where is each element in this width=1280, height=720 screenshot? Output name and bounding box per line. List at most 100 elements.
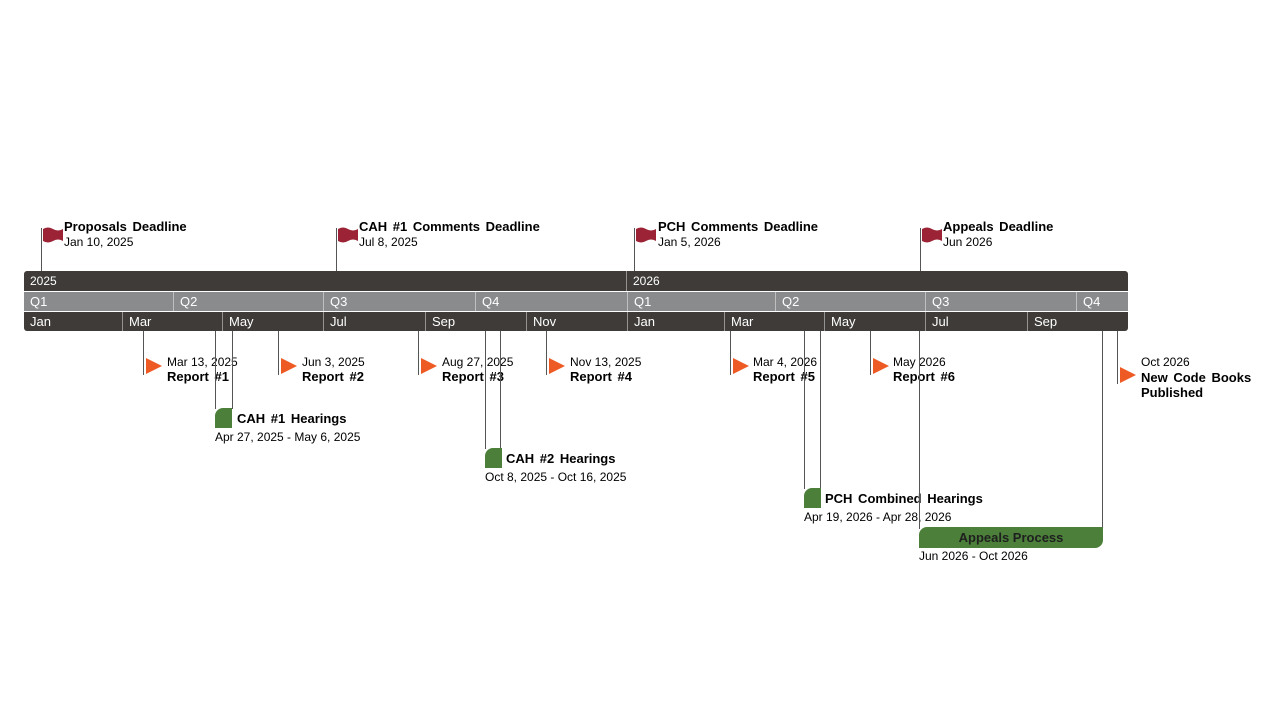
report-connector [1117, 331, 1118, 384]
milestone-title: Appeals Deadline [943, 219, 1054, 234]
appeals-title: Appeals Process [958, 530, 1064, 545]
hearing-connector-start [215, 331, 216, 409]
month-label: May [831, 314, 856, 329]
milestone-connector [336, 228, 337, 271]
milestone-date: Jul 8, 2025 [359, 235, 418, 249]
month-label: Sep [1034, 314, 1058, 329]
quarter-segment: Q3 [925, 292, 1076, 311]
report-date: Oct 2026 [1141, 355, 1190, 369]
report-date: Mar 4, 2026 [753, 355, 818, 369]
report-date: Mar 13, 2025 [167, 355, 238, 369]
hearing-connector-end [232, 331, 233, 409]
month-segment: May [824, 312, 925, 331]
quarter-segment: Q4 [1076, 292, 1128, 311]
hearing-title: CAH #1 Hearings [237, 411, 347, 426]
quarter-label: Q2 [180, 294, 198, 309]
month-label: May [229, 314, 254, 329]
quarter-segment: Q2 [173, 292, 323, 311]
report-date: Nov 13, 2025 [570, 355, 642, 369]
month-segment: Mar [122, 312, 222, 331]
quarter-segment: Q2 [775, 292, 925, 311]
quarter-label: Q3 [330, 294, 348, 309]
hearing-connector-start [804, 331, 805, 489]
year-label: 2026 [633, 274, 660, 288]
report-title: New Code Books Published [1141, 370, 1252, 400]
quarter-label: Q3 [932, 294, 950, 309]
quarter-segment: Q1 [627, 292, 775, 311]
month-segment: Mar [724, 312, 824, 331]
month-label: Jul [330, 314, 347, 329]
year-2026-segment: 2026 [626, 271, 1128, 291]
year-band: 2025 2026 [24, 271, 1128, 291]
month-label: Mar [731, 314, 754, 329]
milestone-date: Jun 2026 [943, 235, 993, 249]
orange-triangle-icon [1120, 367, 1136, 383]
report-title: Report #6 [893, 369, 955, 384]
report-connector [143, 331, 144, 375]
month-segment: Sep [425, 312, 526, 331]
month-segment: Jul [323, 312, 425, 331]
report-title: Report #4 [570, 369, 632, 384]
quarter-segment: Q1 [24, 292, 173, 311]
report-title: Report #3 [442, 369, 504, 384]
month-label: Jan [30, 314, 51, 329]
milestone-connector [41, 228, 42, 271]
appeals-connector-end [1102, 331, 1103, 529]
appeals-date: Jun 2026 - Oct 2026 [919, 549, 1028, 563]
milestone-date: Jan 5, 2026 [658, 235, 721, 249]
hearing-connector-end [820, 331, 821, 489]
report-connector [418, 331, 419, 375]
year-label: 2025 [30, 274, 57, 288]
red-flag-icon [922, 227, 942, 243]
report-connector [278, 331, 279, 375]
milestone-title: CAH #1 Comments Deadline [359, 219, 540, 234]
hearing-date: Apr 27, 2025 - May 6, 2025 [215, 430, 361, 444]
quarter-label: Q4 [1083, 294, 1101, 309]
milestone-title: Proposals Deadline [64, 219, 187, 234]
quarter-band: Q1 Q2 Q3 Q4 Q1 Q2 Q3 Q4 [24, 292, 1128, 311]
hearing-date: Oct 8, 2025 - Oct 16, 2025 [485, 470, 627, 484]
month-segment: Sep [1027, 312, 1128, 331]
orange-triangle-icon [421, 358, 437, 374]
year-2025-segment: 2025 [24, 271, 626, 291]
quarter-label: Q4 [482, 294, 500, 309]
quarter-label: Q2 [782, 294, 800, 309]
orange-triangle-icon [873, 358, 889, 374]
quarter-segment: Q3 [323, 292, 475, 311]
hearing-date: Apr 19, 2026 - Apr 28, 2026 [804, 510, 952, 524]
month-band: Jan Mar May Jul Sep Nov Jan Mar May Jul … [24, 312, 1128, 331]
orange-triangle-icon [281, 358, 297, 374]
appeals-connector-start [919, 331, 920, 529]
orange-triangle-icon [733, 358, 749, 374]
report-title: Report #2 [302, 369, 364, 384]
hearing-title: CAH #2 Hearings [506, 451, 616, 466]
milestone-title: PCH Comments Deadline [658, 219, 819, 234]
report-title: Report #5 [753, 369, 815, 384]
hearing-connector-end [500, 331, 501, 449]
month-segment: Jan [627, 312, 724, 331]
month-segment: Nov [526, 312, 627, 331]
hearing-bar [485, 448, 502, 468]
month-label: Mar [129, 314, 152, 329]
report-date: Jun 3, 2025 [302, 355, 365, 369]
month-segment: Jan [24, 312, 122, 331]
red-flag-icon [338, 227, 358, 243]
red-flag-icon [43, 227, 63, 243]
milestone-connector [634, 228, 635, 271]
report-connector [730, 331, 731, 375]
quarter-label: Q1 [634, 294, 652, 309]
milestone-date: Jan 10, 2025 [64, 235, 134, 249]
month-label: Jul [932, 314, 949, 329]
hearing-title: PCH Combined Hearings [825, 491, 983, 506]
red-flag-icon [636, 227, 656, 243]
month-segment: May [222, 312, 323, 331]
appeals-process-bar: Appeals Process [919, 527, 1103, 548]
report-title: Report #1 [167, 369, 229, 384]
report-date: Aug 27, 2025 [442, 355, 514, 369]
report-connector [870, 331, 871, 375]
milestone-connector [920, 228, 921, 271]
month-segment: Jul [925, 312, 1027, 331]
quarter-label: Q1 [30, 294, 48, 309]
month-label: Nov [533, 314, 557, 329]
